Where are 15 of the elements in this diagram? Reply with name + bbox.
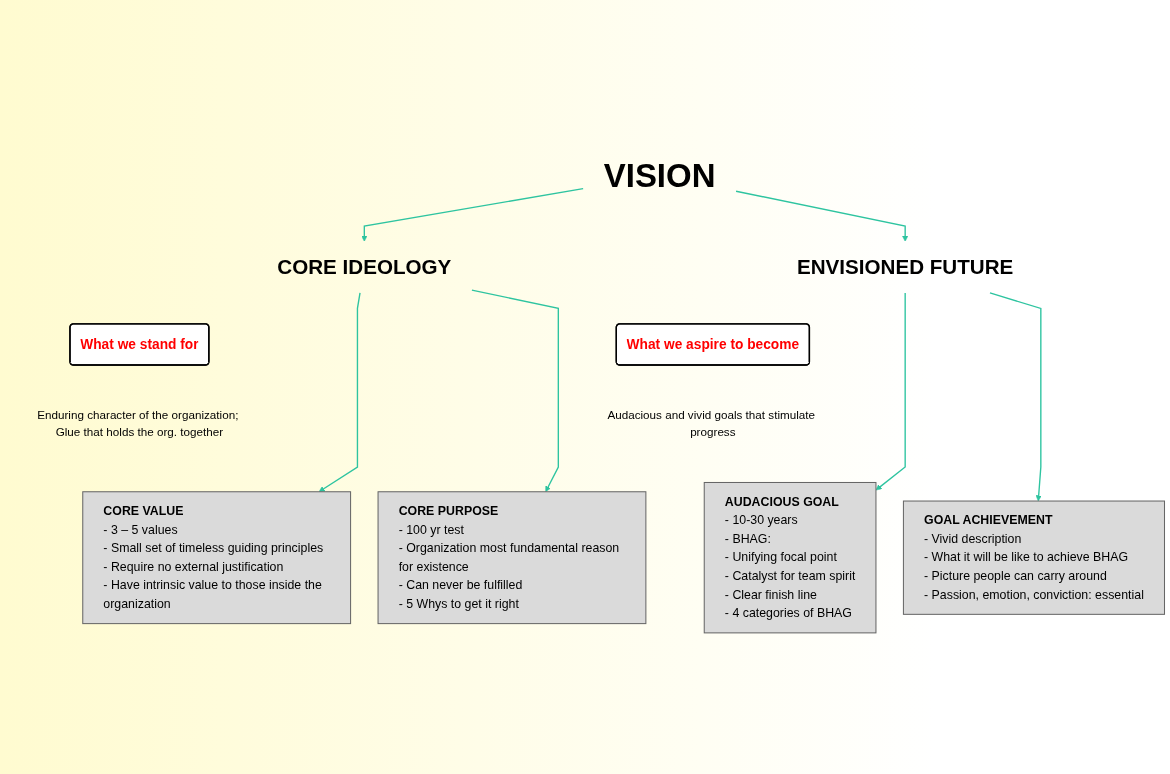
node-text: CORE IDEOLOGY [277,256,452,279]
node-text: VISION [603,157,716,194]
node-box: GOAL ACHIEVEMENT - Vivid description - What it will be like to achieve BHAG - Picture people can carry around - Passion, emotion, conviction: essential [902,500,1165,616]
arrow [875,292,906,491]
arrow [989,292,1042,502]
node-text: ENVISIONED FUTURE [796,256,1014,279]
arrow [361,188,584,243]
node-label: Enduring character of the organization; Glue that holds the org. together [37,408,239,440]
node-box: CORE VALUE - 3 – 5 values - Small set of timeless guiding principles - Require no external justification - Have intrinsic value to those inside the organization [82,491,352,625]
node-box: CORE PURPOSE - 100 yr test - Organization most fundamental reason for existence - Can never be fulfilled - 5 Whys to get it right [377,491,647,625]
node-label: Audacious and vivid goals that stimulate progress [607,408,816,440]
arrow [318,292,361,493]
node-box: AUDACIOUS GOAL - 10-30 years - BHAG: - Unifying focal point - Catalyst for team spirit - Clear finish line - 4 categories of BHAG [703,482,877,634]
arrow [471,289,559,493]
arrow [735,190,909,243]
